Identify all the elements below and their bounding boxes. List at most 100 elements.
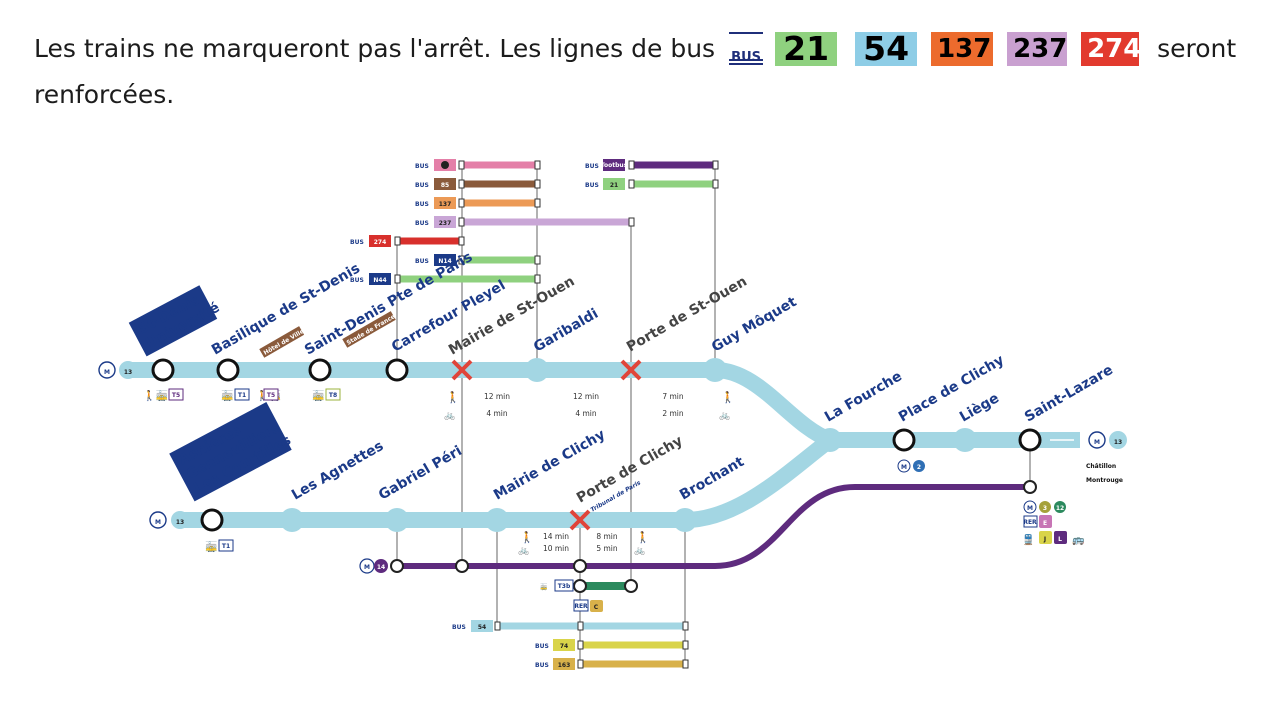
bus-icon: BUS xyxy=(727,32,765,66)
svg-text:BUS: BUS xyxy=(415,258,429,265)
svg-text:T1: T1 xyxy=(238,392,246,399)
svg-text:RER: RER xyxy=(574,603,588,610)
intro-line-1: Les trains ne marqueront pas l'arrêt. Le… xyxy=(34,26,1244,72)
trunk-stations xyxy=(818,428,1042,452)
bus-badge-74: BUS 74 xyxy=(535,639,575,651)
bike-icon: 🚲 xyxy=(719,411,730,421)
intro-line-2: renforcées. xyxy=(34,72,1244,118)
svg-text:10 min: 10 min xyxy=(543,544,569,553)
station-saint-lazare xyxy=(1018,428,1042,452)
svg-text:BUS: BUS xyxy=(415,201,429,208)
station-liege xyxy=(953,428,977,452)
svg-text:2: 2 xyxy=(917,464,921,471)
svg-text:BUS: BUS xyxy=(415,182,429,189)
bus-line-137-badge: 137 xyxy=(931,32,994,66)
svg-text:J: J xyxy=(1043,536,1046,543)
travel-times-lower: 14 min 10 min 8 min 5 min 🚶 🚲 🚶 🚲 xyxy=(518,531,650,556)
svg-text:4 min: 4 min xyxy=(486,409,508,418)
svg-text:237: 237 xyxy=(439,220,452,227)
station-brochant xyxy=(673,508,697,532)
svg-text:54: 54 xyxy=(478,624,486,631)
bus-badge-85: BUS 85 xyxy=(415,178,456,190)
line-13-badge-destination: M 13 xyxy=(1088,431,1127,449)
svg-text:BUS: BUS xyxy=(415,163,429,170)
svg-text:12 min: 12 min xyxy=(484,392,510,401)
svg-text:137: 137 xyxy=(439,201,452,208)
svg-text:12 min: 12 min xyxy=(573,392,599,401)
travel-times-upper: 12 min 4 min 12 min 4 min 7 min 2 min 🚶 … xyxy=(444,391,735,421)
line-14-badge xyxy=(374,559,388,573)
svg-text:14: 14 xyxy=(377,564,385,571)
bus-badge-137: BUS 137 xyxy=(415,197,456,209)
bus-station-icon: 🚌 xyxy=(1072,535,1085,546)
svg-text:4 min: 4 min xyxy=(575,409,597,418)
svg-text:3: 3 xyxy=(1043,505,1047,512)
svg-text:N44: N44 xyxy=(373,277,386,284)
station-garibaldi xyxy=(525,358,549,382)
svg-text:163: 163 xyxy=(558,662,571,669)
svg-text:Hôtel de Ville: Hôtel de Ville xyxy=(263,328,306,357)
svg-text:E: E xyxy=(1043,520,1047,527)
svg-text:74: 74 xyxy=(560,643,568,650)
bus-line-54-badge: 54 xyxy=(855,32,918,66)
svg-text:BUS: BUS xyxy=(350,239,364,246)
svg-text:274: 274 xyxy=(374,239,387,246)
intro-text-1: Les trains ne marqueront pas l'arrêt. Le… xyxy=(34,34,716,63)
upper-bus-lines: BUS BUS 85 BUS 137 BUS 237 BUS 274 BUS N… xyxy=(350,159,719,370)
tram-icon: 🚋 xyxy=(221,389,233,402)
bus-badge-21: BUS 21 xyxy=(585,178,625,190)
svg-text:T3b: T3b xyxy=(558,583,571,590)
label-brochant: Brochant xyxy=(677,454,747,504)
terminus-asnieres: Asnières Gennevilliers Les Courtilles xyxy=(169,402,294,502)
svg-text:21: 21 xyxy=(610,182,618,189)
bus-icon-label: BUS xyxy=(731,50,761,65)
svg-text:M: M xyxy=(1027,505,1033,512)
label-gabriel-peri: Gabriel Péri xyxy=(376,443,465,504)
line-14: M 14 xyxy=(359,480,1037,574)
walk-icon: 🚶 xyxy=(721,391,735,404)
closed-porte-de-st-ouen-icon xyxy=(620,359,642,381)
destination-line-1: Châtillon xyxy=(1086,463,1116,470)
metro-icon xyxy=(1023,500,1037,514)
bus-badge-54: BUS 54 xyxy=(452,620,493,632)
svg-text:BUS: BUS xyxy=(585,182,599,189)
station-guy-moquet xyxy=(703,358,727,382)
svg-text:12: 12 xyxy=(1056,505,1064,512)
svg-text:BUS: BUS xyxy=(535,662,549,669)
svg-text:M: M xyxy=(155,519,161,526)
station-les-agnettes xyxy=(280,508,304,532)
closed-mairie-de-st-ouen-icon xyxy=(451,359,473,381)
svg-text:C: C xyxy=(594,604,599,611)
svg-text:N14: N14 xyxy=(438,258,451,265)
bus-badge-163: BUS 163 xyxy=(535,658,575,670)
tram-t3b: 🚋 T3b RER C xyxy=(540,579,638,612)
bus-badge-274: BUS 274 xyxy=(350,235,391,247)
svg-text:BUS: BUS xyxy=(535,643,549,650)
intro-text-2: seront xyxy=(1157,34,1237,63)
svg-text:8 min: 8 min xyxy=(596,532,618,541)
station-asnieres xyxy=(200,508,224,532)
label-la-fourche: La Fourche xyxy=(822,368,905,425)
svg-text:T5: T5 xyxy=(267,392,275,399)
bus-badge-tootbus: BUS xyxy=(415,159,456,171)
label-liege: Liège xyxy=(957,390,1002,425)
upper-stations xyxy=(151,358,727,382)
svg-text:2 min: 2 min xyxy=(662,409,684,418)
closed-porte-de-clichy-icon xyxy=(569,509,591,531)
svg-text:M: M xyxy=(104,369,110,376)
walk-icon: 🚶🚋 xyxy=(143,389,168,402)
svg-text:T8: T8 xyxy=(329,392,337,399)
sublabel-hotel-de-ville: Hôtel de Ville xyxy=(259,326,306,358)
station-mairie-de-clichy xyxy=(485,508,509,532)
station-st-denis-universite xyxy=(151,358,175,382)
svg-text:13: 13 xyxy=(176,519,184,526)
svg-text:BUS: BUS xyxy=(350,277,364,284)
svg-text:7 min: 7 min xyxy=(662,392,684,401)
svg-text:T1: T1 xyxy=(222,543,230,550)
train-icon: 🚆 xyxy=(1022,533,1034,546)
svg-text:13: 13 xyxy=(1114,439,1122,446)
station-gabriel-peri xyxy=(385,508,409,532)
label-place-de-clichy: Place de Clichy xyxy=(896,352,1007,425)
intro-text-3: renforcées. xyxy=(34,80,175,109)
svg-text:5 min: 5 min xyxy=(596,544,618,553)
